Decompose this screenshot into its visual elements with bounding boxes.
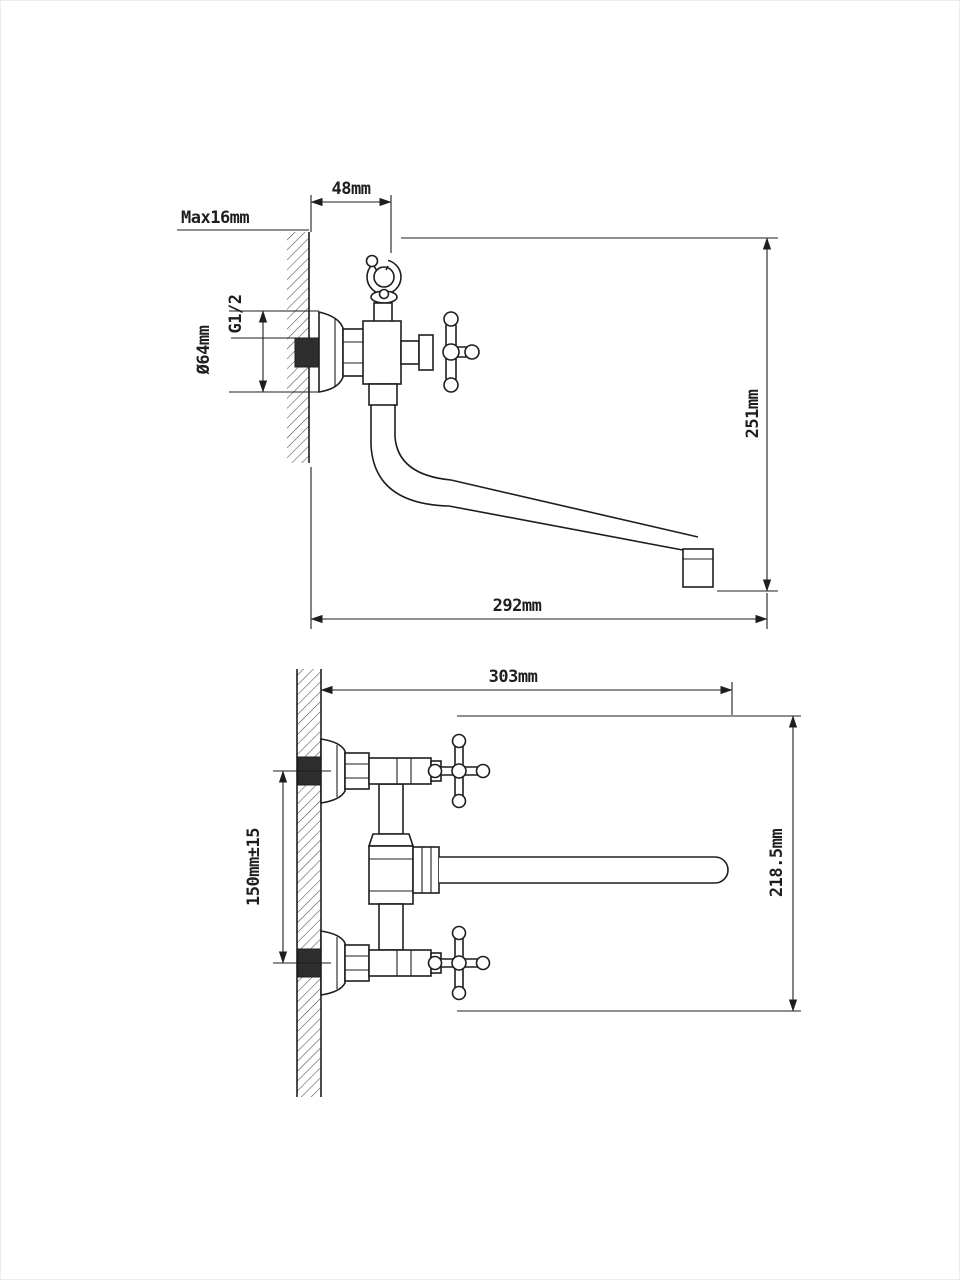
dimension-inlet-centers: 150mm±15 (244, 770, 331, 964)
shower-holder (365, 254, 402, 304)
spout-front (412, 846, 729, 894)
flange-diameter-label: Ø64mm (194, 325, 214, 375)
thread-size-label: G1/2 (226, 295, 246, 334)
dimension-wall-thickness: Max16mm (177, 208, 309, 231)
spout-side (370, 405, 714, 588)
front-height-label: 218.5mm (767, 829, 787, 897)
dimension-front-height: 218.5mm (457, 715, 801, 1012)
spout-reach-label: 292mm (493, 596, 542, 616)
dimension-side-height: 251mm (401, 237, 778, 592)
side-view: Max16mm 48mm (177, 179, 778, 629)
dimension-front-width: 303mm (320, 667, 733, 715)
dimension-spout-offset: 48mm (310, 179, 392, 253)
front-view: 303mm 150mm±15 (244, 667, 801, 1097)
front-view-wall-hatch (296, 669, 322, 1097)
wall-thickness-label: Max16mm (181, 208, 249, 228)
dimension-flange: G1/2 Ø64mm (194, 295, 319, 393)
dimension-spout-reach: 292mm (310, 467, 768, 629)
cross-handle-side (442, 311, 480, 393)
inlet-centers-label: 150mm±15 (244, 828, 264, 906)
front-width-label: 303mm (489, 667, 538, 687)
spout-offset-label: 48mm (332, 179, 371, 199)
faucet-body-front (367, 783, 415, 951)
side-height-label: 251mm (743, 389, 763, 438)
faucet-body-side (294, 302, 434, 406)
